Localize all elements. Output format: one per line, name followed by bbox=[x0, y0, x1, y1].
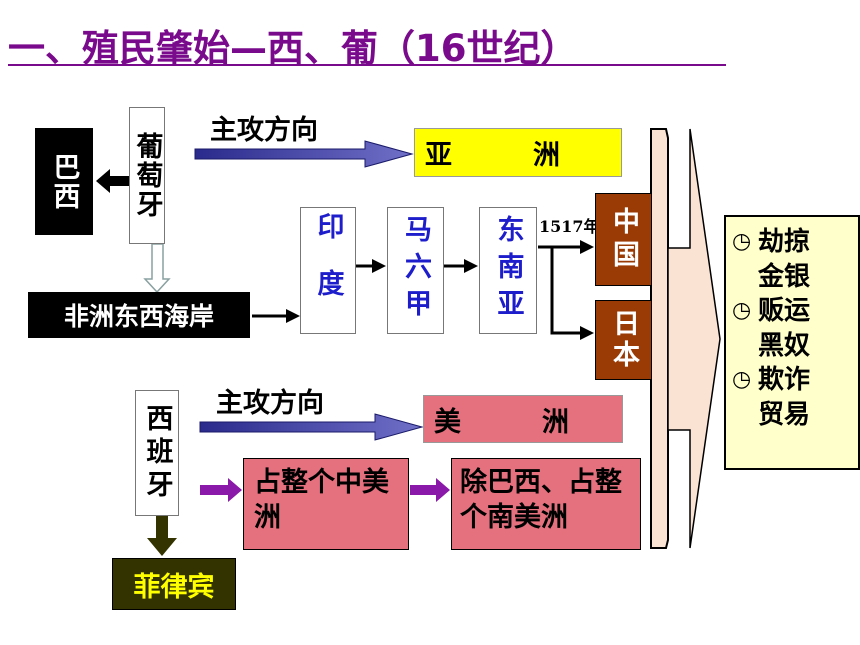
portugal-direction-label: 主攻方向 bbox=[210, 115, 318, 146]
india-label: 印度 bbox=[312, 212, 344, 326]
asia-box: 亚 洲 bbox=[414, 128, 622, 177]
southeast-asia-label: 东南亚 bbox=[492, 215, 524, 326]
southeast-asia-box: 东南亚 bbox=[479, 207, 537, 334]
spain-direction-label: 主攻方向 bbox=[216, 388, 324, 419]
central-america-box: 占整个中美洲 bbox=[243, 458, 409, 550]
japan-label: 日本 bbox=[608, 309, 639, 371]
china-label: 中国 bbox=[608, 206, 639, 273]
philippines-box: 菲律宾 bbox=[112, 558, 236, 610]
summary-item: ◷ 劫掠金银 bbox=[732, 225, 852, 294]
clock-icon: ◷ bbox=[732, 229, 752, 254]
summary-box: ◷ 劫掠金银 ◷ 贩运黑奴 ◷ 欺诈贸易 bbox=[724, 215, 860, 470]
clock-icon: ◷ bbox=[732, 367, 752, 393]
seasia-to-china-head bbox=[580, 240, 594, 254]
india-to-malacca-head bbox=[372, 259, 386, 273]
china-box: 中国 bbox=[595, 193, 652, 286]
spain-main-arrow bbox=[199, 413, 424, 441]
india-box: 印度 bbox=[300, 207, 356, 334]
clock-icon: ◷ bbox=[732, 298, 752, 324]
africa-coast-box: 非洲东西海岸 bbox=[28, 292, 250, 338]
seasia-to-japan-head bbox=[580, 326, 594, 340]
summary-chevron bbox=[667, 128, 721, 549]
south-america-label: 除巴西、占整个南美洲 bbox=[460, 467, 622, 534]
page-title: 一、殖民肇始—西、葡（16世纪） bbox=[8, 27, 578, 70]
africa-to-india-head bbox=[286, 309, 300, 323]
portugal-to-brazil-arrow bbox=[96, 169, 129, 193]
america-box: 美 洲 bbox=[423, 395, 623, 443]
portugal-label: 葡萄牙 bbox=[131, 132, 163, 219]
spain-box: 西班牙 bbox=[135, 390, 179, 516]
spain-to-step1-arrow bbox=[200, 478, 242, 502]
step1-to-step2-arrow bbox=[410, 478, 450, 502]
brazil-box: 巴西 bbox=[35, 128, 93, 235]
spain-to-philippines-arrow bbox=[147, 516, 177, 556]
brazil-label: 巴西 bbox=[48, 152, 80, 211]
malacca-to-seasia-head bbox=[464, 259, 478, 273]
portugal-main-arrow bbox=[194, 140, 414, 168]
summary-item: ◷ 欺诈贸易 bbox=[732, 363, 852, 432]
summary-bracket bbox=[650, 128, 669, 549]
title-underline bbox=[8, 64, 726, 66]
portugal-box: 葡萄牙 bbox=[129, 107, 165, 244]
philippines-label: 菲律宾 bbox=[133, 571, 215, 603]
africa-coast-label: 非洲东西海岸 bbox=[63, 302, 214, 331]
central-america-label: 占整个中美洲 bbox=[254, 467, 389, 534]
portugal-to-africa-arrow bbox=[143, 243, 171, 294]
malacca-label: 马六甲 bbox=[400, 215, 431, 326]
malacca-box: 马六甲 bbox=[387, 207, 444, 334]
america-label: 美 洲 bbox=[434, 406, 569, 438]
summary-item: ◷ 贩运黑奴 bbox=[732, 294, 852, 363]
spain-label: 西班牙 bbox=[141, 403, 173, 503]
south-america-box: 除巴西、占整个南美洲 bbox=[451, 458, 641, 550]
asia-label: 亚 洲 bbox=[425, 140, 560, 171]
year-label: 1517年 bbox=[539, 217, 600, 236]
japan-box: 日本 bbox=[595, 300, 652, 380]
